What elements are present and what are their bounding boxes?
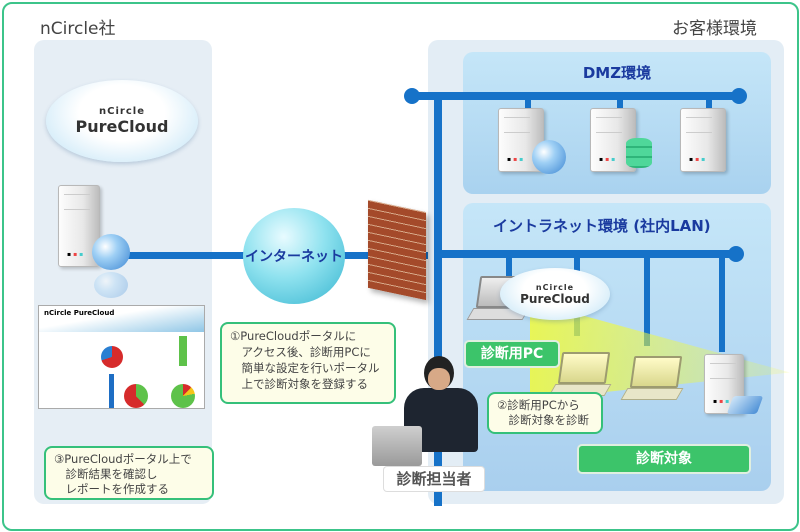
dmz-label: DMZ環境 [582, 64, 652, 82]
server-icon: ▪▪▪ [680, 108, 726, 172]
ncircle-brand: nCircle [99, 106, 145, 117]
ncircle-brand: nCircle [535, 282, 575, 292]
target-laptop-icon [620, 356, 684, 400]
customer-section-title: お客様環境 [672, 19, 757, 39]
pie-chart-icon [171, 384, 195, 408]
bar-chart-icon [109, 374, 114, 408]
purecloud-product-name: PureCloud [75, 117, 169, 136]
diagnostic-pc-label: 診断用PC [464, 340, 560, 368]
globe-reflection [94, 272, 128, 298]
backbone-line [434, 96, 442, 506]
dmz-drop [617, 96, 623, 110]
purecloud-cloud-logo: nCircle PureCloud [46, 80, 198, 162]
globe-icon [532, 140, 566, 174]
lan-drop [506, 256, 512, 286]
dmz-bus-line [412, 92, 740, 100]
diagnostic-targets-label: 診断対象 [577, 444, 751, 474]
dmz-drop [706, 96, 712, 110]
dmz-drop [525, 96, 531, 110]
intranet-label: イントラネット環境 (社内LAN) [493, 217, 711, 235]
portal-title: nCircle PureCloud [39, 306, 204, 332]
callout-step-1: ①PureCloudポータルに アクセス後、診断用PCに 簡単な設定を行いポータ… [220, 322, 396, 404]
lan-bus-line [436, 250, 736, 258]
internet-globe: インターネット [243, 208, 345, 304]
portal-report-screenshot: nCircle PureCloud [38, 305, 205, 409]
lan-drop [719, 256, 725, 352]
firewall-icon [368, 199, 426, 301]
callout-step-3: ③PureCloudポータル上で 診断結果を確認し レポートを作成する [44, 446, 214, 500]
database-icon [626, 138, 652, 168]
internet-label: インターネット [245, 249, 343, 265]
lan-drop [644, 256, 650, 346]
callout-step-2: ②診断用PCから 診断対象を診断 [487, 392, 603, 434]
bus-endpoint [728, 246, 744, 262]
operator-person-icon [372, 356, 482, 466]
bus-endpoint [404, 88, 420, 104]
operator-label: 診断担当者 [383, 466, 485, 492]
ncircle-section-title: nCircle社 [40, 19, 116, 39]
purecloud-product-name: PureCloud [520, 291, 590, 306]
globe-icon [92, 234, 130, 270]
purecloud-cloud-logo-small: nCircle PureCloud [500, 268, 610, 320]
pie-chart-icon [124, 384, 148, 408]
target-laptop-icon [548, 352, 612, 396]
bar-chart-icon [179, 336, 187, 366]
pie-chart-icon [101, 346, 123, 368]
bus-endpoint [731, 88, 747, 104]
